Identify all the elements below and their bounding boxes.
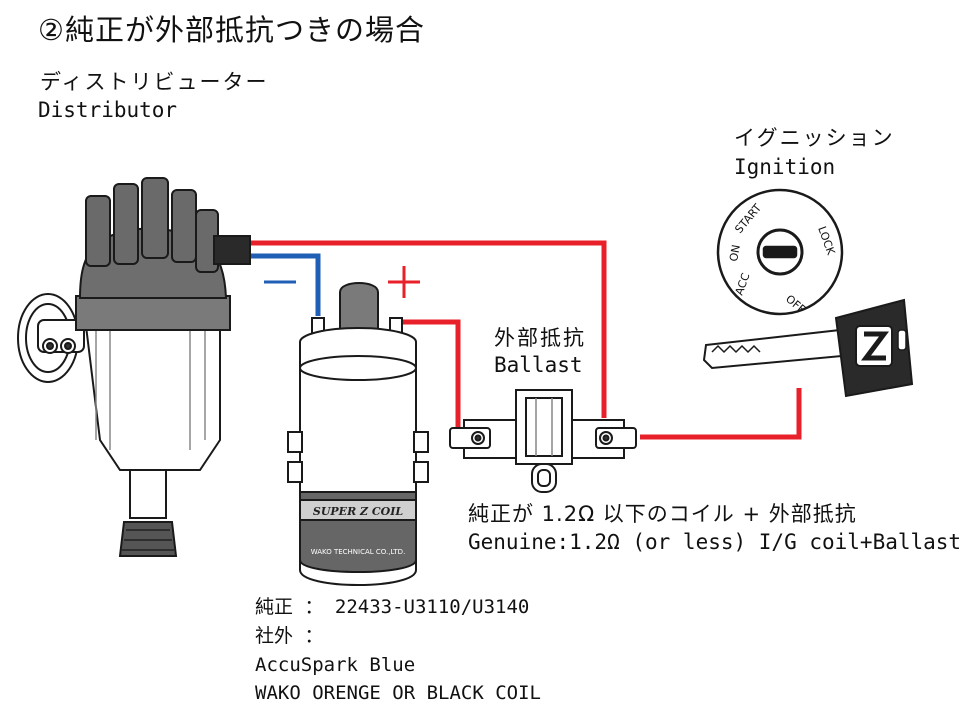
ignition-switch-illustration [716,188,844,316]
parts-aftermarket-label: 社外 ： [255,625,324,647]
ignition-coil-illustration [287,282,429,586]
coil-brand-text: SUPER Z COIL [313,505,404,518]
wires [250,240,802,440]
page-title: ②純正が外部抵抗つきの場合 [38,13,425,47]
note-jp: 純正が 1.2Ω 以下のコイル + 外部抵抗 [468,502,857,526]
distributor-illustration [17,177,251,557]
positive-wire-ignition [640,388,802,440]
parts-aftermarket-1: AccuSpark Blue [255,654,416,676]
ignition-label-en: Ignition [734,155,836,179]
distributor-label-en: Distributor [38,98,178,122]
note-en: Genuine:1.2Ω (or less) I/G coil+Ballast [468,530,961,554]
ignition-key-illustration [702,298,914,398]
positive-wire-coil [400,319,461,432]
switch-pos-on: ON [727,244,743,263]
coil-maker-text: WAKO TECHNICAL CO.,LTD. [311,548,406,556]
parts-aftermarket-2: WAKO ORENGE OR BLACK COIL [255,682,541,704]
plus-sign [388,266,420,298]
ignition-label-jp: イグニッション [734,126,895,150]
distributor-label-jp: ディストリビューター [40,70,269,94]
ballast-label-en: Ballast [494,353,583,377]
positive-wire-distributor [250,240,607,418]
parts-genuine: 純正 ： 22433-U3110/U3140 [255,596,530,618]
ballast-illustration [449,389,637,493]
ballast-label-jp: 外部抵抗 [494,326,586,350]
negative-wire [250,253,321,316]
